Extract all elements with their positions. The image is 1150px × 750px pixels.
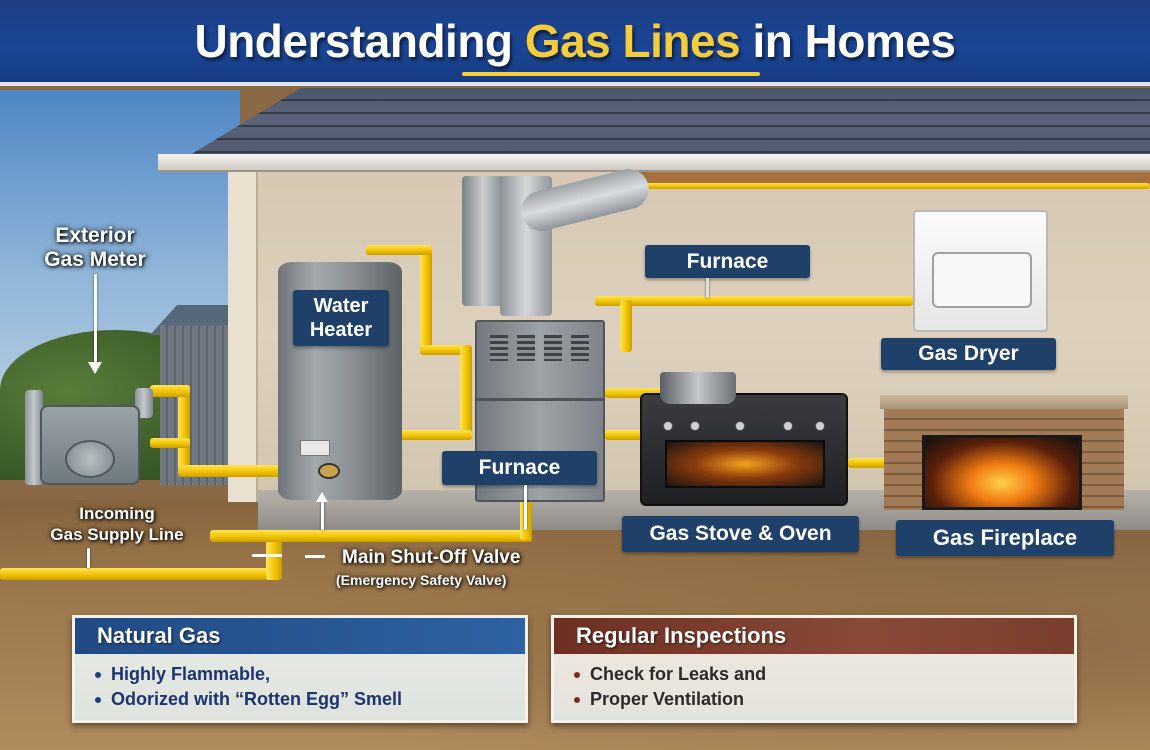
furnace-vent-grill bbox=[517, 335, 535, 361]
fireplace-mantel bbox=[880, 395, 1128, 409]
card-list-item: Check for Leaks and bbox=[574, 662, 1074, 687]
stove-knob bbox=[783, 421, 793, 431]
water-heater-gas-valve bbox=[318, 463, 340, 479]
label-line: Incoming bbox=[79, 504, 155, 523]
furnace-pointer bbox=[706, 278, 709, 298]
label-line: Gas Supply Line bbox=[50, 525, 184, 544]
meter-pointer-arrow bbox=[94, 274, 97, 364]
item-text: Highly Flammable, bbox=[111, 664, 271, 684]
water-heater-riser-pipe bbox=[420, 245, 432, 350]
label-gas-dryer: Gas Dryer bbox=[881, 338, 1056, 370]
fireplace-flame bbox=[922, 435, 1082, 510]
roof-fascia bbox=[158, 154, 1150, 172]
label-gas-stove-oven: Gas Stove & Oven bbox=[622, 516, 859, 552]
label-line: Heater bbox=[309, 319, 373, 341]
furnace-vent-grill bbox=[571, 335, 589, 361]
bullet-icon bbox=[95, 697, 101, 704]
shutoff-hand-pointer-icon bbox=[305, 555, 325, 558]
stove-oven-pipe bbox=[605, 430, 643, 440]
fireplace-supply-pipe bbox=[848, 458, 888, 468]
bullet-icon bbox=[574, 672, 580, 679]
label-emergency-safety-valve: (Emergency Safety Valve) bbox=[336, 572, 507, 588]
oven-window-flame bbox=[665, 440, 825, 488]
water-heater-cross-pipe bbox=[420, 345, 472, 355]
card-regular-inspections: Regular Inspections Check for Leaks and … bbox=[551, 615, 1077, 723]
neighbor-house bbox=[160, 325, 232, 485]
label-line: Exterior bbox=[55, 224, 135, 247]
meter-top-pipe bbox=[150, 385, 190, 397]
label-line: Water bbox=[313, 295, 369, 317]
title-banner bbox=[0, 0, 1150, 86]
item-text: Proper Ventilation bbox=[590, 689, 745, 709]
furnace-feed-pipe bbox=[460, 345, 472, 435]
label-main-shutoff-valve: Main Shut-Off Valve bbox=[342, 547, 521, 568]
label-water-heater: Water Heater bbox=[293, 290, 389, 346]
bullet-icon bbox=[95, 672, 101, 679]
shutoff-pointer bbox=[252, 554, 282, 557]
furnace-lower-pointer bbox=[524, 485, 527, 530]
card-list-item: Proper Ventilation bbox=[574, 687, 1074, 712]
supply-riser-pipe bbox=[266, 538, 282, 580]
bullet-icon bbox=[574, 697, 580, 704]
meter-outlet-pipe bbox=[178, 385, 190, 475]
item-text: Check for Leaks and bbox=[590, 664, 767, 684]
flue-pipe bbox=[462, 176, 504, 306]
card-list-item: Highly Flammable, bbox=[95, 662, 525, 687]
underground-supply-pipe bbox=[0, 568, 280, 580]
furnace-branch-pipe bbox=[620, 300, 632, 352]
exterior-wall bbox=[228, 172, 258, 502]
dryer-door bbox=[932, 252, 1032, 308]
ceiling-beam bbox=[630, 172, 1150, 186]
gas-meter-dial bbox=[65, 440, 115, 478]
card-natural-gas: Natural Gas Highly Flammable, Odorized w… bbox=[72, 615, 528, 723]
stove-knob bbox=[690, 421, 700, 431]
item-text: Odorized with “Rotten Egg” Smell bbox=[111, 689, 403, 709]
card-title: Natural Gas bbox=[75, 618, 525, 654]
card-list-item: Odorized with “Rotten Egg” Smell bbox=[95, 687, 525, 712]
roof-shingles bbox=[185, 88, 1150, 158]
title-highlight: Gas Lines bbox=[524, 15, 741, 67]
water-heater-inlet-pipe bbox=[380, 430, 472, 440]
title-text-1: Understanding bbox=[194, 15, 525, 67]
stove-knob bbox=[663, 421, 673, 431]
title-text-2: in Homes bbox=[740, 15, 956, 67]
page-title: Understanding Gas Lines in Homes bbox=[0, 14, 1150, 68]
stove-knob bbox=[815, 421, 825, 431]
stove-knob bbox=[735, 421, 745, 431]
meter-inlet-pipe bbox=[25, 390, 43, 485]
meter-to-house-pipe bbox=[178, 465, 298, 477]
furnace-vent-grill bbox=[544, 335, 562, 361]
arrow-up-icon bbox=[316, 492, 328, 502]
label-exterior-gas-meter: Exterior Gas Meter bbox=[20, 224, 170, 272]
label-furnace-upper: Furnace bbox=[645, 245, 810, 278]
label-line: Gas Meter bbox=[44, 248, 146, 271]
arrow-down-icon bbox=[88, 362, 102, 374]
water-heater-top-pipe bbox=[366, 245, 432, 255]
meter-side-pipe bbox=[150, 438, 190, 448]
dryer-supply-pipe bbox=[595, 296, 913, 306]
ceiling-gas-pipe bbox=[630, 183, 1150, 189]
label-gas-fireplace: Gas Fireplace bbox=[896, 520, 1114, 556]
card-list: Highly Flammable, Odorized with “Rotten … bbox=[75, 654, 525, 712]
furnace-vent-grill bbox=[490, 335, 508, 361]
water-heater-shutoff-pointer bbox=[321, 500, 324, 530]
stove-top-pipe bbox=[605, 388, 663, 398]
main-distribution-pipe bbox=[210, 530, 532, 542]
water-heater-control-panel bbox=[300, 440, 330, 456]
incoming-line-pointer bbox=[87, 548, 90, 568]
label-incoming-gas-supply-line: Incoming Gas Supply Line bbox=[22, 503, 212, 545]
label-furnace-lower: Furnace bbox=[442, 451, 597, 485]
card-title: Regular Inspections bbox=[554, 618, 1074, 654]
title-underline bbox=[462, 72, 760, 76]
furnace-panel-divider bbox=[475, 398, 605, 401]
cooking-pot bbox=[660, 372, 736, 404]
card-list: Check for Leaks and Proper Ventilation bbox=[554, 654, 1074, 712]
